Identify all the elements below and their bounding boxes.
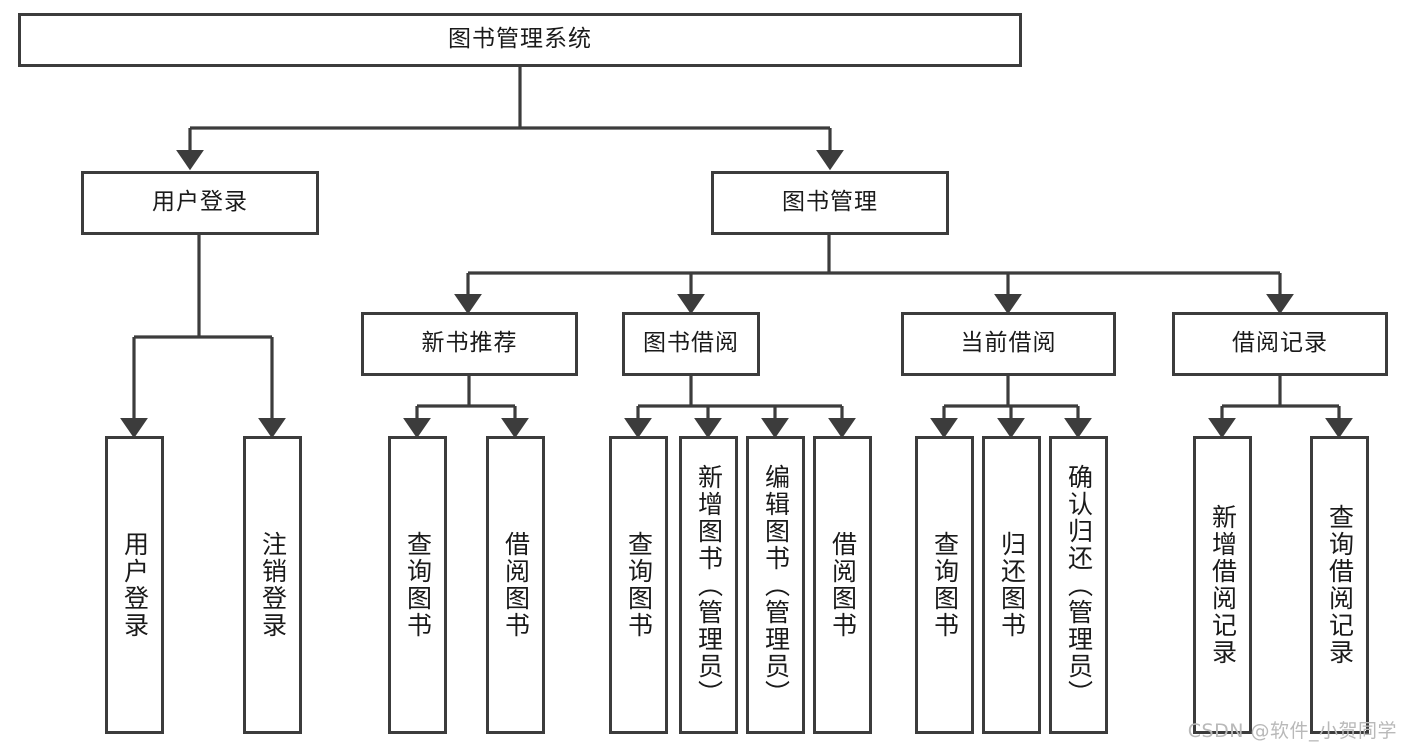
leaf-current-return-book[interactable]: 归还图书 <box>982 436 1041 734</box>
node-label: 归还图书 <box>997 531 1027 639</box>
node-label: 借阅图书 <box>828 531 858 639</box>
node-label: 确认归还（管理员） <box>1064 463 1094 707</box>
node-label: 用户登录 <box>152 189 248 216</box>
node-borrow-record[interactable]: 借阅记录 <box>1172 312 1388 376</box>
leaf-borrow-edit-book-admin[interactable]: 编辑图书（管理员） <box>746 436 805 734</box>
node-label: 新增借阅记录 <box>1208 504 1238 666</box>
node-book-management[interactable]: 图书管理 <box>711 171 949 235</box>
node-user-login[interactable]: 用户登录 <box>81 171 319 235</box>
node-label: 查询借阅记录 <box>1325 504 1355 666</box>
node-label: 图书借阅 <box>643 330 739 357</box>
node-label: 注销登录 <box>258 531 288 639</box>
node-label: 查询图书 <box>930 531 960 639</box>
node-label: 借阅记录 <box>1232 330 1328 357</box>
node-book-borrow[interactable]: 图书借阅 <box>622 312 760 376</box>
node-label: 用户登录 <box>120 531 150 639</box>
node-label: 查询图书 <box>403 531 433 639</box>
leaf-borrow-add-book-admin[interactable]: 新增图书（管理员） <box>679 436 738 734</box>
node-root-system[interactable]: 图书管理系统 <box>18 13 1022 67</box>
leaf-borrow-query-book[interactable]: 查询图书 <box>609 436 668 734</box>
node-label: 新书推荐 <box>421 330 518 357</box>
node-label: 图书管理系统 <box>448 26 592 53</box>
node-label: 新增图书（管理员） <box>694 463 724 707</box>
leaf-record-add-record[interactable]: 新增借阅记录 <box>1193 436 1252 734</box>
leaf-newbook-borrow-book[interactable]: 借阅图书 <box>486 436 545 734</box>
node-label: 编辑图书（管理员） <box>761 463 791 707</box>
node-current-borrow[interactable]: 当前借阅 <box>901 312 1116 376</box>
leaf-user-login[interactable]: 用户登录 <box>105 436 164 734</box>
node-label: 当前借阅 <box>960 330 1057 357</box>
leaf-record-query-record[interactable]: 查询借阅记录 <box>1310 436 1369 734</box>
leaf-newbook-query-book[interactable]: 查询图书 <box>388 436 447 734</box>
leaf-borrow-borrow-book[interactable]: 借阅图书 <box>813 436 872 734</box>
node-label: 图书管理 <box>782 189 878 216</box>
node-new-book-recommend[interactable]: 新书推荐 <box>361 312 578 376</box>
leaf-current-query-book[interactable]: 查询图书 <box>915 436 974 734</box>
node-label: 查询图书 <box>624 531 654 639</box>
leaf-logout[interactable]: 注销登录 <box>243 436 302 734</box>
leaf-current-confirm-return-admin[interactable]: 确认归还（管理员） <box>1049 436 1108 734</box>
node-label: 借阅图书 <box>501 531 531 639</box>
